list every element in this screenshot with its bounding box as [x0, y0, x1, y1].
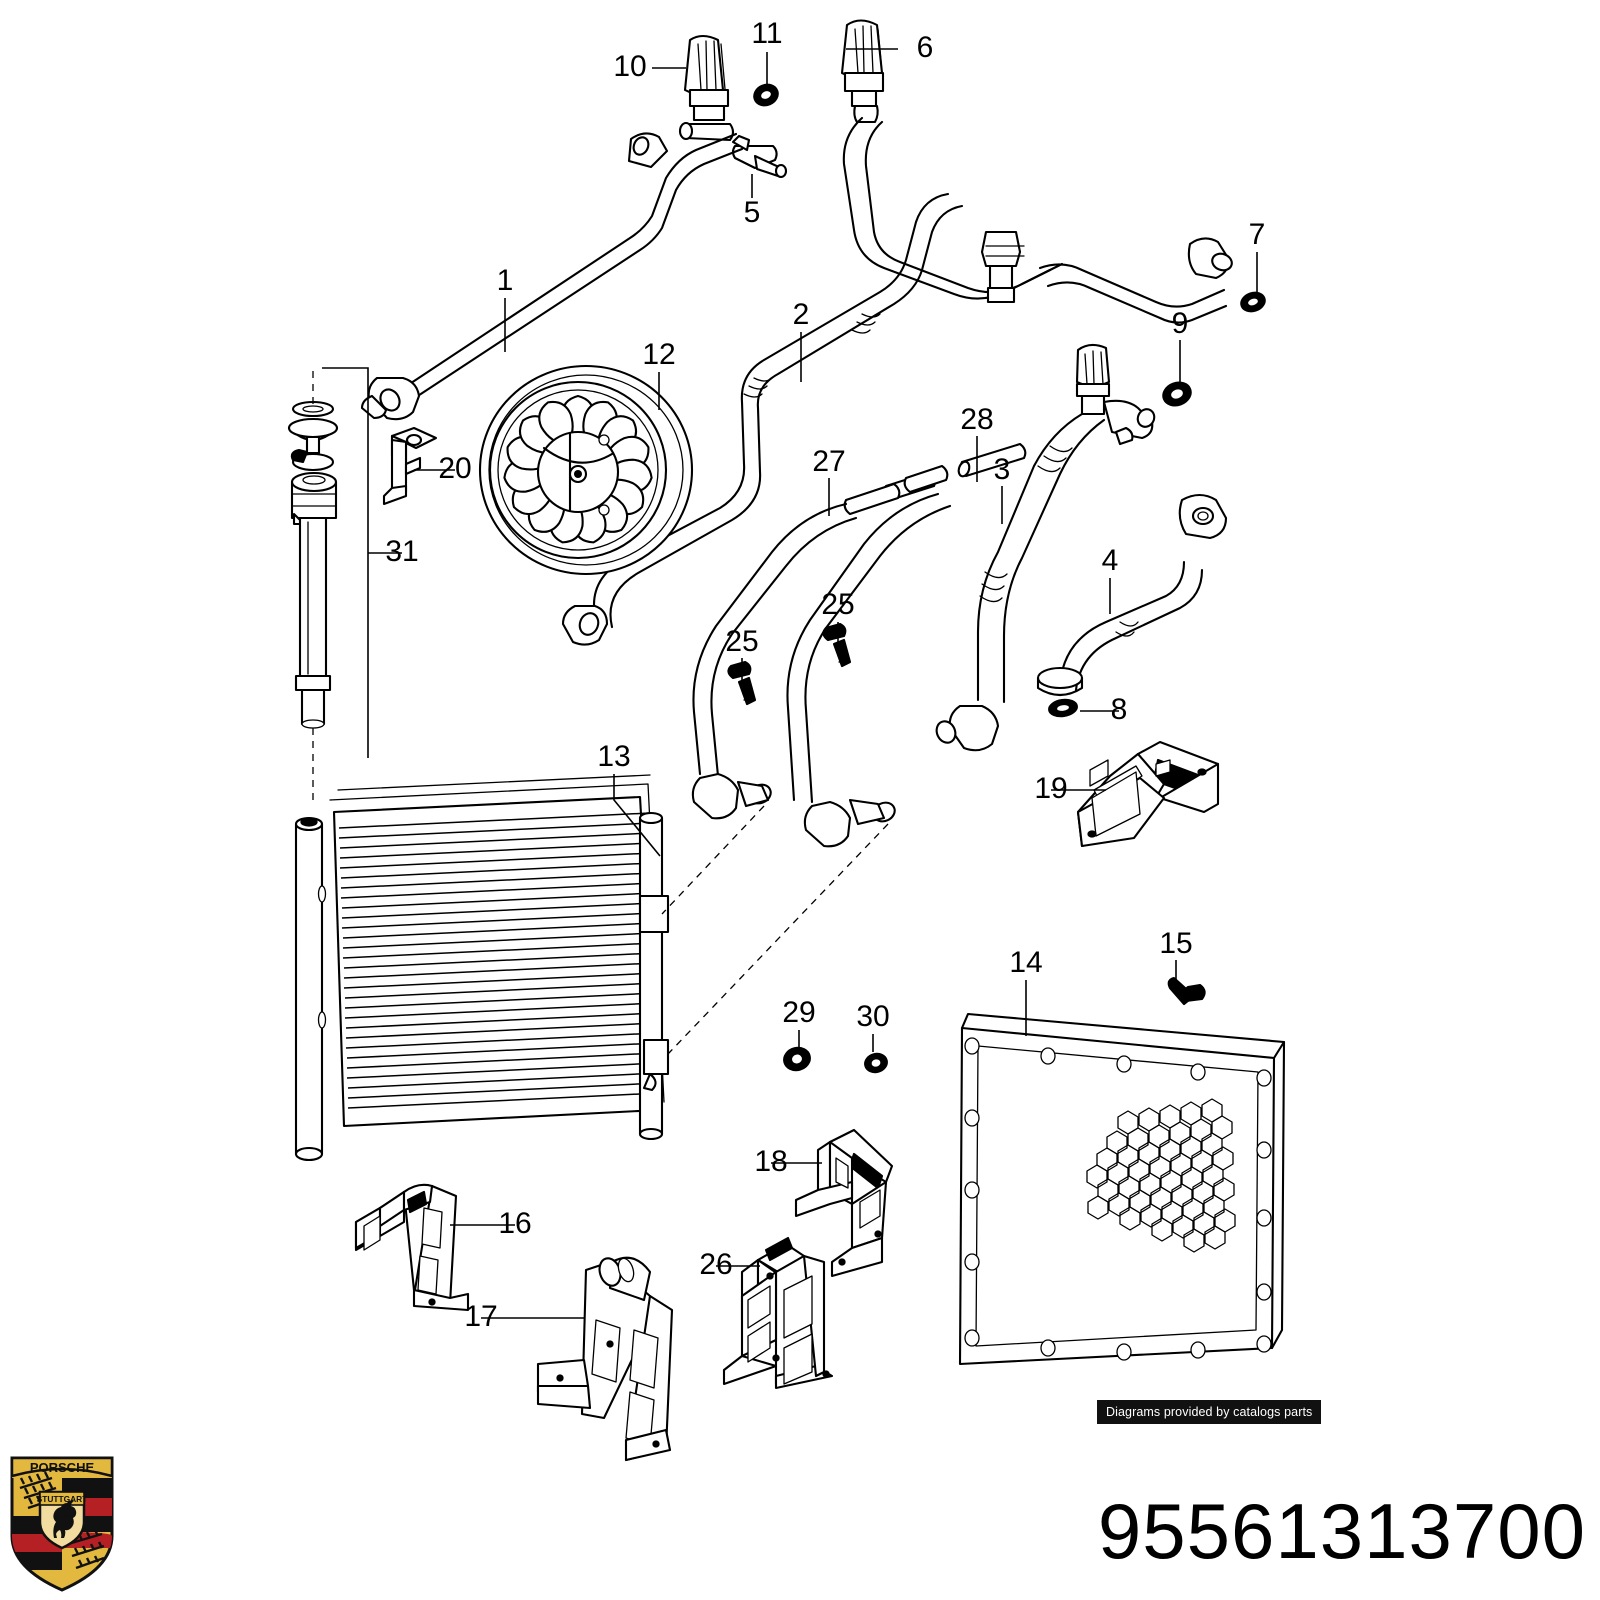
part-valve-cap-low-pressure — [678, 34, 735, 142]
callout-10: 10 — [613, 50, 646, 83]
callout-17: 17 — [464, 1300, 497, 1333]
callout-7: 7 — [1249, 218, 1266, 251]
callout-18: 18 — [754, 1145, 787, 1178]
watermark-label: Diagrams provided by catalogs parts — [1097, 1400, 1322, 1424]
condenser-fins — [338, 812, 661, 1109]
horse-icon — [53, 1500, 77, 1538]
callout-19: 19 — [1034, 772, 1067, 805]
callout-27: 27 — [812, 445, 845, 478]
part-service-valve — [731, 134, 788, 179]
callout-11: 11 — [751, 17, 782, 50]
panel-honeycomb-mesh — [1086, 1098, 1236, 1253]
callout-9: 9 — [1172, 307, 1189, 340]
callout-12: 12 — [642, 338, 675, 371]
callout-2: 2 — [793, 298, 810, 331]
part-banjo-bolt-25a — [727, 660, 757, 706]
part-o-ring-8 — [1048, 698, 1078, 718]
part-o-ring-11 — [753, 83, 779, 107]
part-mounting-bracket-26 — [722, 1236, 834, 1390]
callout-26: 26 — [699, 1248, 732, 1281]
part-refrigerant-hose-short — [1036, 493, 1228, 697]
part-refrigerant-hose-right — [935, 343, 1156, 752]
callout-5: 5 — [744, 196, 761, 229]
part-receiver-dryer-assembly — [287, 367, 369, 800]
crest-banner-text: STUTTGART — [37, 1494, 89, 1504]
callout-labels: 1 2 3 4 5 6 7 8 9 10 11 12 13 14 15 16 1… — [385, 17, 1265, 1333]
part-refrigerant-line-long — [360, 132, 744, 421]
part-condenser-hose-right — [786, 492, 952, 848]
porsche-crest-logo: PORSCHE STUTTGART — [10, 1456, 114, 1592]
part-refrigerant-pipe-27 — [843, 464, 949, 516]
part-o-ring-29 — [783, 1046, 811, 1072]
part-mounting-bracket-19 — [1076, 740, 1220, 848]
callout-leaders — [368, 48, 1258, 1319]
part-banjo-bolt-25b — [822, 622, 852, 668]
part-mounting-bracket-18 — [794, 1128, 894, 1278]
part-retaining-clip — [382, 426, 438, 506]
part-o-ring-7 — [1240, 291, 1266, 313]
callout-8: 8 — [1111, 693, 1128, 726]
part-o-ring-30 — [864, 1052, 888, 1074]
callout-1: 1 — [497, 264, 514, 297]
callout-6: 6 — [917, 31, 934, 64]
part-number: 95561313700 — [1097, 1487, 1586, 1575]
part-air-guide-panel — [958, 1012, 1286, 1366]
callout-29: 29 — [782, 996, 815, 1029]
part-o-ring-9 — [1162, 381, 1192, 407]
callout-16: 16 — [498, 1207, 531, 1240]
part-cooling-fan — [478, 364, 694, 576]
callout-25b: 25 — [821, 588, 854, 621]
part-valve-cap-high-pressure — [840, 19, 885, 124]
callout-3: 3 — [994, 453, 1011, 486]
callout-30: 30 — [856, 1000, 889, 1033]
part-ac-condenser — [294, 774, 889, 1162]
callout-4: 4 — [1102, 544, 1119, 577]
part-upper-right-manifold — [842, 116, 1233, 324]
callout-20: 20 — [438, 452, 471, 485]
callout-31: 31 — [385, 535, 418, 568]
callout-13: 13 — [597, 740, 630, 773]
callout-15: 15 — [1159, 927, 1192, 960]
crest-top-text: PORSCHE — [30, 1460, 95, 1475]
callout-28: 28 — [960, 403, 993, 436]
part-mounting-bracket-17 — [536, 1256, 674, 1462]
part-condenser-hose-left — [691, 502, 858, 820]
part-mounting-bracket-16 — [354, 1183, 470, 1312]
callout-25a: 25 — [725, 625, 758, 658]
panel-fastener-holes — [964, 1037, 1272, 1361]
part-expanding-rivet — [1167, 976, 1206, 1006]
callout-14: 14 — [1009, 946, 1042, 979]
